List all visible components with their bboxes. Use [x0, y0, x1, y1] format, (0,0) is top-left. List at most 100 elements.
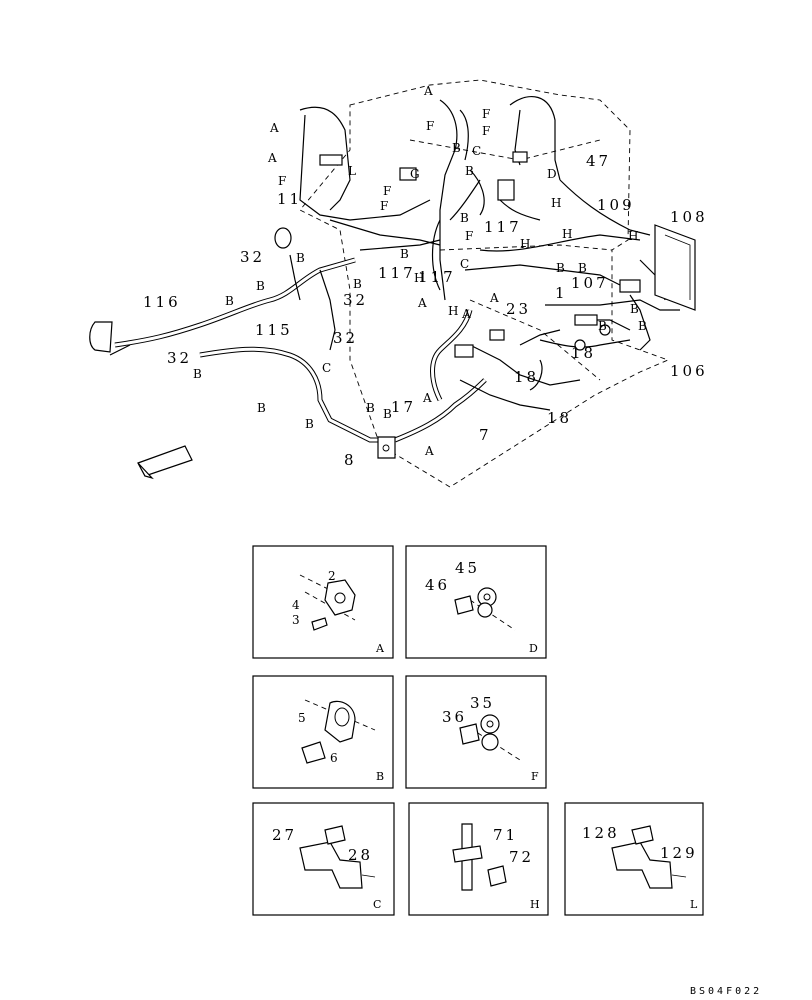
label-B: B — [400, 247, 409, 261]
label-B: B — [383, 407, 392, 421]
detail-a-caption: A — [375, 642, 385, 655]
label-32: 32 — [240, 248, 265, 266]
detail-panel-a: 2 4 3 A — [252, 545, 394, 659]
detail-l-caption: L — [690, 898, 698, 911]
label-G: G — [410, 167, 420, 181]
drawing-code: BS04F022 — [690, 986, 762, 997]
label-B: B — [465, 164, 474, 178]
label-A: A — [422, 391, 432, 405]
label-F: F — [465, 229, 473, 243]
label-B: B — [578, 261, 587, 275]
label-11: 11 — [277, 190, 302, 208]
part-3-label: 3 — [292, 613, 300, 627]
detail-d-caption: D — [529, 642, 538, 655]
label-109: 109 — [597, 196, 635, 214]
detail-panel-c: 27 28 C — [252, 802, 395, 916]
label-H: H — [562, 227, 572, 241]
label-F: F — [426, 119, 434, 133]
label-B: B — [598, 319, 607, 333]
part-2-label: 2 — [328, 569, 336, 583]
part-4-label: 4 — [292, 598, 300, 612]
label-116: 116 — [143, 293, 181, 311]
main-assembly: A A F 11 A F F F C B 47 B D L G F F 117 … — [89, 79, 708, 488]
detail-h-caption: H — [530, 898, 540, 911]
part-36-label: 36 — [442, 708, 467, 726]
part-35-label: 35 — [470, 694, 495, 712]
label-B: B — [460, 211, 469, 225]
label-106: 106 — [670, 362, 708, 380]
label-32: 32 — [333, 329, 358, 347]
label-117: 117 — [378, 264, 416, 282]
detail-panel-b: 5 6 B — [252, 675, 394, 789]
label-F: F — [482, 124, 490, 138]
label-117: 117 — [418, 268, 456, 286]
label-A: A — [267, 151, 277, 165]
label-D: D — [547, 167, 557, 181]
label-B: B — [630, 302, 639, 316]
label-18: 18 — [514, 368, 539, 386]
label-18: 18 — [547, 409, 572, 427]
label-A: A — [489, 291, 499, 305]
label-17: 17 — [391, 398, 416, 416]
label-108: 108 — [670, 208, 708, 226]
label-117: 117 — [484, 218, 522, 236]
label-F: F — [383, 184, 391, 198]
label-7: 7 — [479, 426, 492, 444]
label-B: B — [366, 401, 375, 415]
part-71-label: 71 — [493, 826, 518, 844]
detail-panel-d: 45 46 D — [405, 545, 547, 659]
label-107: 107 — [571, 274, 609, 292]
label-A: A — [417, 296, 427, 310]
label-B: B — [638, 319, 647, 333]
label-A: A — [461, 307, 471, 321]
part-6-label: 6 — [330, 751, 338, 765]
part-5-label: 5 — [298, 711, 306, 725]
label-A: A — [423, 84, 433, 98]
part-128-label: 128 — [582, 824, 620, 842]
label-B: B — [257, 401, 266, 415]
detail-b-caption: B — [376, 770, 384, 783]
label-H: H — [551, 196, 561, 210]
label-32: 32 — [343, 291, 368, 309]
label-B: B — [452, 141, 461, 155]
label-8: 8 — [344, 451, 357, 469]
label-47: 47 — [586, 152, 611, 170]
part-45-label: 45 — [455, 559, 480, 577]
label-F: F — [482, 107, 490, 121]
label-18: 18 — [571, 344, 596, 362]
part-46-label: 46 — [425, 576, 450, 594]
part-28-label: 28 — [348, 846, 373, 864]
label-C: C — [472, 144, 481, 158]
label-A: A — [269, 121, 279, 135]
label-B: B — [225, 294, 234, 308]
label-B: B — [256, 279, 265, 293]
label-F: F — [380, 199, 388, 213]
label-B: B — [193, 367, 202, 381]
label-C: C — [460, 257, 469, 271]
label-A: A — [424, 444, 434, 458]
part-72-label: 72 — [509, 848, 534, 866]
label-F: F — [278, 174, 286, 188]
label-H: H — [520, 237, 530, 251]
label-H: H — [448, 304, 458, 318]
label-32: 32 — [167, 349, 192, 367]
detail-c-caption: C — [373, 898, 381, 911]
label-B: B — [305, 417, 314, 431]
label-B: B — [353, 277, 362, 291]
part-27-label: 27 — [272, 826, 297, 844]
label-1: 1 — [555, 284, 568, 302]
detail-panel-l: 128 129 L — [564, 802, 704, 916]
detail-panel-f: 35 36 F — [405, 675, 547, 789]
label-115: 115 — [255, 321, 293, 339]
part-129-label: 129 — [660, 844, 698, 862]
label-23: 23 — [506, 300, 531, 318]
label-C: C — [322, 361, 331, 375]
label-L: L — [348, 164, 356, 178]
label-B: B — [556, 261, 565, 275]
label-B: B — [296, 251, 305, 265]
label-H: H — [414, 271, 424, 285]
detail-panel-h: 71 72 H — [408, 802, 549, 916]
detail-f-caption: F — [531, 770, 539, 783]
label-H: H — [628, 229, 638, 243]
